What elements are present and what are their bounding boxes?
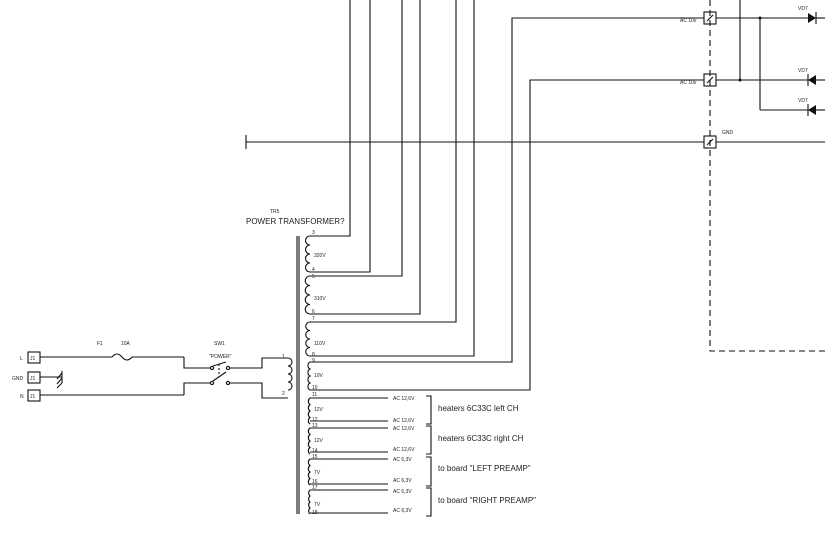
diode-vd7-1: VD7 — [798, 6, 825, 24]
output-voltage: AC 12,6V — [393, 396, 415, 402]
primary-pin-2: 2 — [282, 391, 285, 397]
pin-number: 4 — [312, 267, 315, 273]
output-voltage: AC 12,6V — [393, 447, 415, 453]
output-voltage: AC 6,3V — [393, 478, 412, 484]
secondary-pin-numbers: 3 4 5 6 7 8 9 10 11 12 13 14 15 16 17 18 — [312, 230, 318, 516]
pin-number: 10 — [312, 385, 318, 391]
terminal-ref: J1 — [30, 376, 36, 382]
fuse-ref: F1 — [97, 341, 103, 347]
winding-voltage: 12V — [314, 407, 324, 413]
board-connector-3: GND — [703, 130, 734, 149]
transformer-ref: TR5 — [270, 209, 280, 215]
gnd-bus — [245, 135, 704, 149]
line-l-wire — [40, 353, 210, 369]
winding-voltage: 12V — [314, 438, 324, 444]
hv-wires — [310, 0, 704, 391]
connector-label: GND — [722, 130, 734, 136]
pin-number: 12 — [312, 417, 318, 423]
output-voltage: AC 6,3V — [393, 508, 412, 514]
diode-label: VD7 — [798, 68, 808, 74]
pin-number: 8 — [312, 352, 315, 358]
secondary-output-2: AC 12,6V AC 12,6V heaters 6C33C right CH — [310, 425, 524, 455]
terminal-label: GND — [12, 376, 24, 382]
output-voltage: AC 6,3V — [393, 457, 412, 463]
connector-label: AC 10v — [680, 18, 697, 24]
pin-number: 6 — [312, 309, 315, 315]
pin-number: 15 — [312, 454, 318, 460]
pin-number: 7 — [312, 316, 315, 322]
output-label: heaters 6C33C right CH — [438, 434, 524, 443]
primary-pin-1: 1 — [282, 354, 285, 360]
output-label: heaters 6C33C left CH — [438, 404, 519, 413]
pin-number: 3 — [312, 230, 315, 236]
pin-number: 5 — [312, 274, 315, 280]
terminal-label: L — [20, 356, 23, 362]
board-outline — [709, 0, 825, 352]
terminal-label: N — [20, 394, 24, 400]
output-voltage: AC 12,6V — [393, 418, 415, 424]
pin-number: 9 — [312, 358, 315, 364]
gnd-wire — [40, 371, 63, 389]
pin-number: 17 — [312, 485, 318, 491]
winding-voltage: 320V — [314, 253, 326, 259]
power-transformer: TR5 POWER TRANSFORMER? 1 2 3 4 5 6 7 8 9… — [246, 209, 345, 516]
switch-name: "POWER" — [209, 354, 232, 360]
diode-label: VD7 — [798, 98, 808, 104]
board-wiring — [716, 0, 825, 143]
secondary-output-3: AC 6,3V AC 6,3V to board "LEFT PREAMP" — [310, 456, 531, 487]
diode-vd7-3: VD7 — [798, 98, 825, 116]
connector-label: AC 10v — [680, 80, 697, 86]
terminal-ref: J1 — [30, 356, 36, 362]
output-voltage: AC 12,6V — [393, 426, 415, 432]
output-label: to board "RIGHT PREAMP" — [438, 496, 536, 505]
diode-label: VD7 — [798, 6, 808, 12]
diode-vd7-2: VD7 — [798, 68, 825, 86]
pin-number: 14 — [312, 448, 318, 454]
transformer-title: POWER TRANSFORMER? — [246, 217, 345, 226]
mains-terminals: J1 J1 J1 L GND N — [12, 351, 41, 402]
switch-ref: SW1 — [214, 341, 225, 347]
power-switch: SW1 "POWER" — [209, 341, 288, 399]
winding-voltages: 320V 310V 110V 10V 12V 12V 7V 7V — [314, 253, 326, 508]
winding-voltage: 110V — [314, 341, 326, 347]
pin-number: 11 — [312, 392, 317, 398]
pin-number: 13 — [312, 423, 318, 429]
winding-voltage: 310V — [314, 296, 326, 302]
winding-voltage: 7V — [314, 470, 321, 476]
output-voltage: AC 6,3V — [393, 489, 412, 495]
terminal-ref: J1 — [30, 394, 36, 400]
pin-number: 16 — [312, 479, 318, 485]
fuse-f1: F1 10A — [97, 341, 131, 347]
output-label: to board "LEFT PREAMP" — [438, 464, 531, 473]
line-n-wire — [40, 382, 210, 396]
secondary-output-1: AC 12,6V AC 12,6V heaters 6C33C left CH — [310, 395, 519, 425]
fuse-rating: 10A — [121, 341, 131, 347]
winding-voltage: 10V — [314, 373, 324, 379]
secondary-output-4: AC 6,3V AC 6,3V to board "RIGHT PREAMP" — [310, 487, 536, 517]
winding-voltage: 7V — [314, 502, 321, 508]
